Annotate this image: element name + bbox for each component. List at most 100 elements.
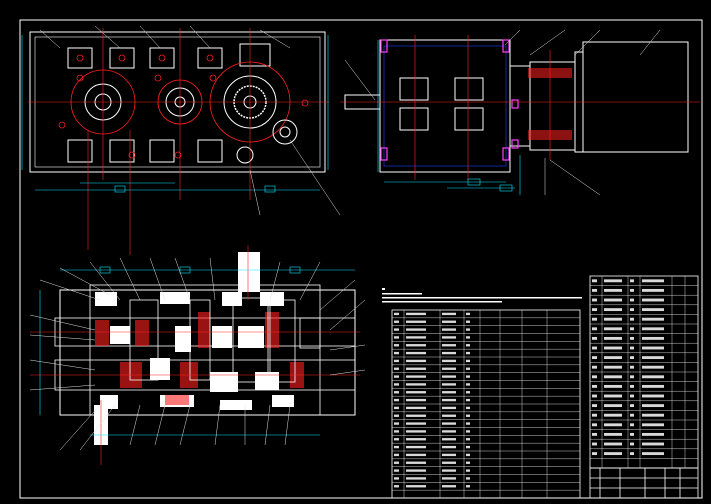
parts-list-cell-text	[604, 452, 622, 456]
parts-list-cell-text	[394, 312, 399, 316]
side-housing-hidden	[383, 45, 507, 167]
parts-list-cell-text	[394, 367, 399, 370]
side-housing-outline	[379, 39, 511, 173]
parts-list-cell-text	[604, 356, 622, 360]
parts-list-cell-text	[604, 346, 622, 350]
parts-list-cell-text	[642, 452, 664, 456]
parts-list-cell-text	[442, 328, 456, 331]
parts-list-cell-text	[442, 312, 456, 316]
parts-list-cell-text	[642, 432, 664, 436]
parts-list-cell-text	[394, 398, 399, 402]
parts-list-right	[589, 275, 699, 469]
parts-list-cell-text	[592, 336, 597, 340]
parts-list-cell-text	[406, 328, 426, 331]
parts-list-cell-text	[394, 461, 399, 464]
parts-list-cell-text	[466, 469, 470, 472]
parts-list-cell-text	[394, 328, 399, 331]
sheet-border	[19, 19, 703, 499]
side-callouts	[344, 29, 661, 196]
parts-list-cell-text	[406, 391, 426, 394]
parts-list-cell-text	[642, 308, 664, 312]
technical-notes	[382, 288, 582, 303]
section-callouts	[29, 257, 366, 451]
parts-list-cell-text	[442, 453, 456, 457]
parts-list-cell-text	[406, 312, 426, 316]
parts-list-cell-text	[394, 430, 399, 433]
parts-list-cell-text	[406, 422, 426, 425]
parts-list-cell-text	[630, 346, 634, 350]
parts-list-main	[391, 309, 581, 499]
parts-list-cell-text	[466, 414, 470, 417]
parts-list-cell-text	[630, 327, 634, 331]
parts-list-cell-text	[466, 320, 470, 323]
parts-list-cell-text	[466, 430, 470, 433]
parts-list-cell-text	[592, 404, 597, 408]
parts-list-cell-text	[592, 423, 597, 427]
parts-list-cell-text	[406, 414, 426, 417]
parts-list-cell-text	[604, 394, 622, 398]
parts-list-cell-text	[642, 356, 664, 360]
parts-list-cell-text	[394, 375, 399, 378]
parts-list-cell-text	[642, 279, 664, 283]
parts-list-cell-text	[630, 288, 634, 292]
parts-list-cell-text	[406, 445, 426, 449]
parts-list-cell-text	[630, 442, 634, 446]
parts-list-cell-text	[592, 384, 597, 388]
parts-list-cell-text	[592, 356, 597, 360]
oil-plug-inner	[279, 126, 291, 138]
parts-list-cell-text	[466, 367, 470, 370]
section-solid-parts	[94, 252, 294, 445]
mount-boss	[109, 47, 135, 69]
parts-list-cell-text	[592, 375, 597, 379]
parts-list-cell-text	[592, 413, 597, 417]
parts-list-cell-text	[406, 477, 426, 480]
parts-list-cell-text	[394, 320, 399, 323]
parts-list-cell-text	[394, 383, 399, 386]
parts-list-cell-text	[630, 336, 634, 340]
mount-boss	[239, 43, 271, 67]
parts-list-cell-text	[642, 442, 664, 446]
parts-list-cell-text	[406, 461, 426, 464]
parts-list-cell-text	[630, 384, 634, 388]
parts-list-cell-text	[642, 384, 664, 388]
parts-list-cell-text	[442, 422, 456, 425]
parts-list-cell-text	[630, 375, 634, 379]
parts-list-cell-text	[592, 442, 597, 446]
parts-list-cell-text	[442, 461, 456, 464]
parts-list-cell-text	[642, 394, 664, 398]
parts-list-cell-text	[642, 375, 664, 379]
front-view	[21, 25, 341, 255]
mount-boss	[197, 47, 223, 69]
parts-list-cell-text	[394, 469, 399, 472]
parts-list-cell-text	[394, 406, 399, 410]
parts-list-cell-text	[466, 328, 470, 331]
parts-list-cell-text	[630, 308, 634, 312]
parts-list-cell-text	[592, 432, 597, 436]
parts-list-cell-text	[466, 422, 470, 425]
parts-list-cell-text	[604, 317, 622, 321]
parts-list-cell-text	[466, 312, 470, 316]
parts-list-cell-text	[642, 423, 664, 427]
parts-list-cell-text	[406, 453, 426, 457]
parts-list-cell-text	[442, 391, 456, 394]
parts-list-cell-text	[406, 336, 426, 339]
parts-list-cell-text	[442, 320, 456, 323]
parts-list-cell-text	[604, 384, 622, 388]
section-centerlines	[30, 245, 360, 465]
side-dimensions	[377, 40, 521, 195]
section-hatched-parts	[95, 312, 304, 405]
parts-list-cell-text	[592, 317, 597, 321]
parts-list-cell-text	[642, 288, 664, 292]
parts-list-cell-text	[466, 351, 470, 355]
section-dimensions	[39, 266, 355, 436]
parts-list-cell-text	[630, 356, 634, 360]
parts-list-cell-text	[442, 344, 456, 347]
title-block	[589, 467, 699, 499]
parts-list-cell-text	[642, 336, 664, 340]
parts-list-cell-text	[592, 452, 597, 456]
parts-list-cell-text	[394, 445, 399, 449]
side-window	[454, 107, 484, 131]
parts-list-cell-text	[630, 394, 634, 398]
side-window	[454, 77, 484, 101]
parts-list-cell-text	[442, 398, 456, 402]
